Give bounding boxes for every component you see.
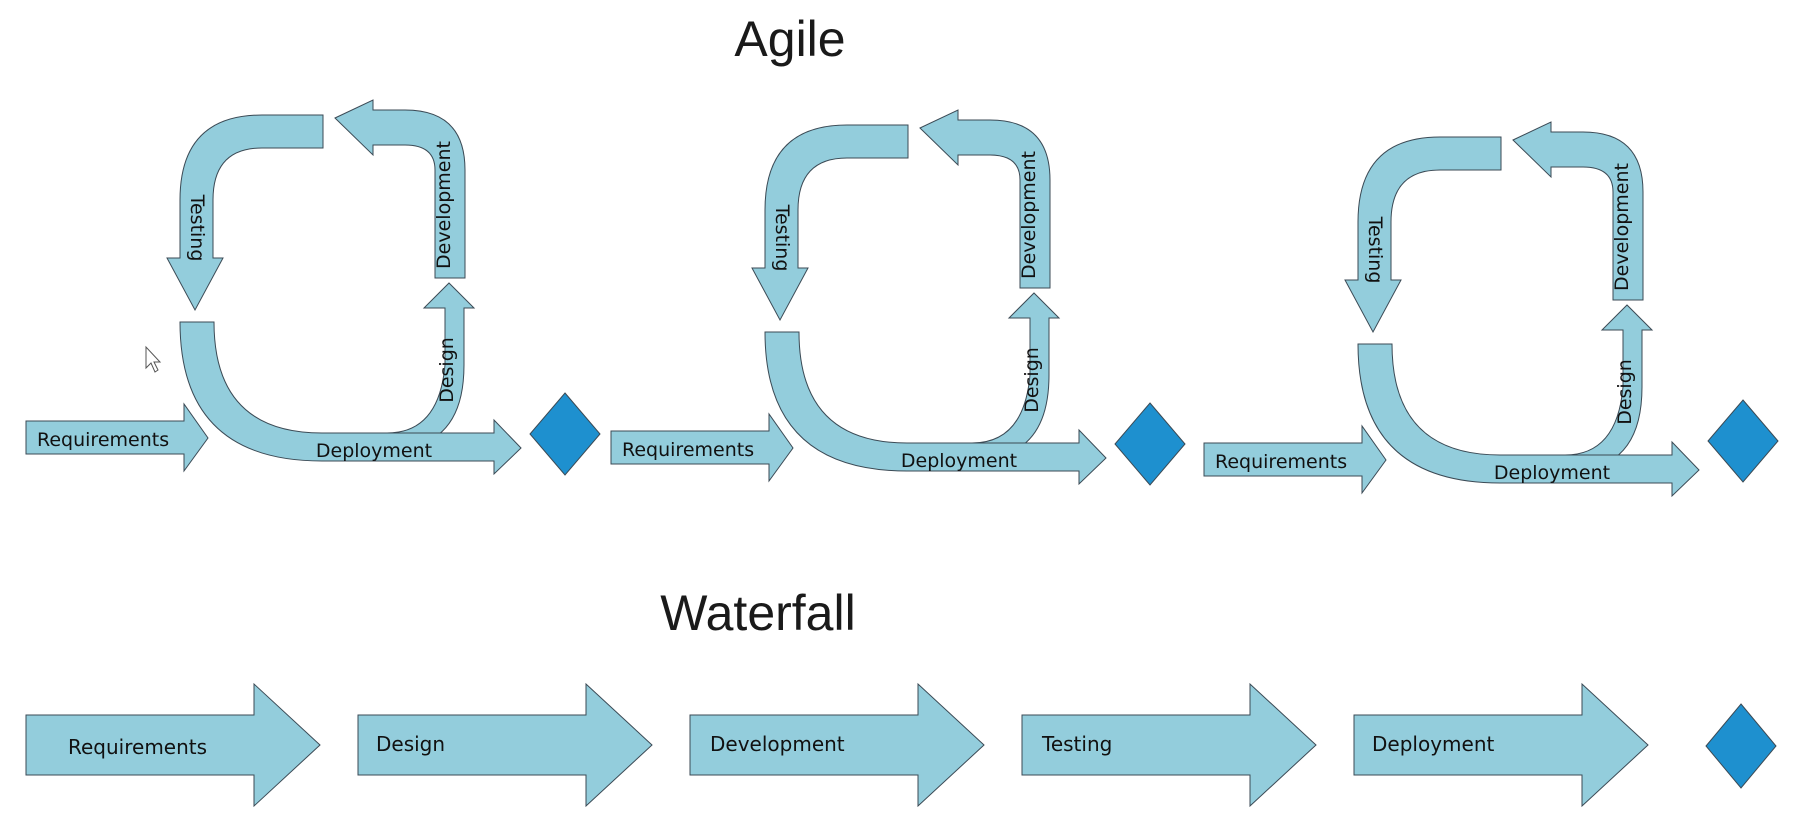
waterfall-stage-label: Development xyxy=(710,732,845,756)
development-arrow: Development xyxy=(919,109,1051,289)
testing-arrow: Testing xyxy=(1344,136,1502,334)
deployment-label: Deployment xyxy=(1494,462,1610,484)
testing-label: Testing xyxy=(1364,216,1386,284)
deployment-arrow: Deployment xyxy=(1357,343,1700,498)
agile-iteration-2: Testing Development Design Deployment Re… xyxy=(610,109,1186,486)
development-label: Development xyxy=(1611,163,1633,291)
requirements-arrow: Requirements xyxy=(610,412,794,483)
waterfall-stage-label: Requirements xyxy=(68,735,207,759)
development-arrow: Development xyxy=(334,99,466,279)
requirements-label: Requirements xyxy=(37,429,169,451)
requirements-arrow: Requirements xyxy=(25,402,209,473)
agile-iteration-1: Testing Development Design Deployment Re… xyxy=(25,99,601,476)
design-arrow: Design xyxy=(970,292,1061,459)
waterfall-stage-development: Development xyxy=(689,682,985,808)
requirements-label: Requirements xyxy=(1215,451,1347,473)
waterfall-stage-requirements: Requirements xyxy=(25,682,321,808)
design-label: Design xyxy=(1614,359,1636,425)
requirements-label: Requirements xyxy=(622,439,754,461)
waterfall-stage-label: Design xyxy=(376,732,445,756)
waterfall-stage-deployment: Deployment xyxy=(1353,682,1649,808)
agile-title: Agile xyxy=(734,11,845,67)
testing-arrow: Testing xyxy=(751,124,909,322)
agile-iteration-3: Testing Development Design Deployment Re… xyxy=(1203,121,1779,498)
development-label: Development xyxy=(433,141,455,269)
testing-label: Testing xyxy=(186,194,208,262)
testing-label: Testing xyxy=(771,204,793,272)
milestone-diamond xyxy=(1707,399,1779,483)
waterfall-stage-label: Testing xyxy=(1041,732,1112,756)
milestone-diamond xyxy=(1114,402,1186,486)
deployment-arrow: Deployment xyxy=(764,331,1107,486)
deployment-label: Deployment xyxy=(316,440,432,462)
design-arrow: Design xyxy=(1563,304,1654,471)
deployment-arrow: Deployment xyxy=(179,321,522,476)
waterfall-milestone-diamond xyxy=(1705,703,1777,789)
mouse-pointer-icon xyxy=(145,345,162,373)
testing-arrow: Testing xyxy=(166,114,324,312)
deployment-label: Deployment xyxy=(901,450,1017,472)
development-label: Development xyxy=(1018,151,1040,279)
development-arrow: Development xyxy=(1512,121,1644,301)
design-arrow: Design xyxy=(385,282,476,449)
milestone-diamond xyxy=(529,392,601,476)
design-label: Design xyxy=(1021,347,1043,413)
waterfall-stage-testing: Testing xyxy=(1021,682,1317,808)
requirements-arrow: Requirements xyxy=(1203,424,1387,495)
waterfall-title: Waterfall xyxy=(660,585,855,641)
design-label: Design xyxy=(436,337,458,403)
waterfall-stage-label: Deployment xyxy=(1372,732,1494,756)
waterfall-stage-design: Design xyxy=(357,682,653,808)
